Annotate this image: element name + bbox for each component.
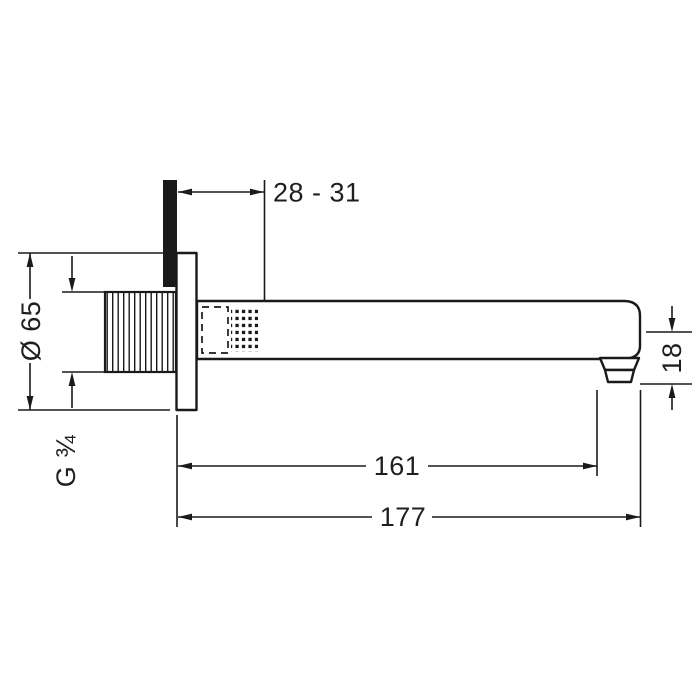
dim-label-tip-height: 18 bbox=[657, 342, 687, 373]
arrowhead-right bbox=[583, 462, 597, 470]
arrowhead-left bbox=[178, 188, 192, 196]
dim-wall-clearance: 28 - 31 bbox=[178, 178, 361, 300]
dim-label-total-projection: 177 bbox=[380, 502, 427, 532]
dim-label-wall-clearance: 28 - 31 bbox=[273, 178, 361, 208]
dim-length-to-outlet: 161 bbox=[178, 390, 598, 481]
dim-tip-height: 18 bbox=[640, 306, 692, 410]
spout-assembly bbox=[103, 180, 642, 412]
arrowhead-down bbox=[68, 278, 76, 292]
spout-body bbox=[195, 299, 642, 361]
escutcheon-flange bbox=[175, 251, 198, 412]
arrowhead-up bbox=[668, 384, 676, 398]
arrowhead-down bbox=[26, 396, 34, 410]
aerator-body bbox=[603, 368, 636, 384]
arrowhead-up bbox=[26, 253, 34, 267]
dim-label-escutcheon-diameter: Ø 65 bbox=[16, 301, 46, 362]
dim-label-thread-size: G ¾ bbox=[51, 435, 81, 488]
arrowhead-up bbox=[68, 372, 76, 386]
dim-total-projection: 177 bbox=[176, 390, 642, 532]
arrowhead-right bbox=[250, 188, 264, 196]
wall-plate bbox=[163, 180, 177, 287]
aerator-lip bbox=[598, 356, 641, 372]
internal-thread-knurl bbox=[231, 308, 258, 352]
arrowhead-down bbox=[668, 318, 676, 332]
dim-label-length-to-outlet: 161 bbox=[374, 451, 421, 481]
dim-thread-size: G ¾ bbox=[51, 256, 104, 487]
threaded-inlet bbox=[103, 290, 178, 374]
hidden-thread-outline bbox=[201, 306, 229, 354]
arrowhead-left bbox=[178, 462, 192, 470]
arrowhead-left bbox=[178, 513, 192, 521]
dim-escutcheon-diameter: Ø 65 bbox=[16, 252, 170, 411]
arrowhead-right bbox=[626, 513, 640, 521]
